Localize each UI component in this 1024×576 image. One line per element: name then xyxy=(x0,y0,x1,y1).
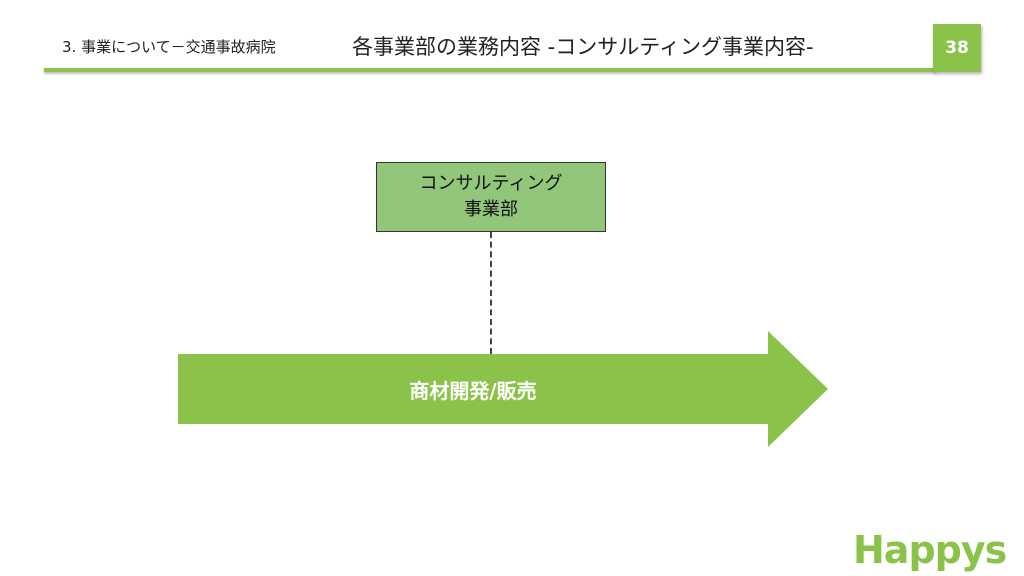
happys-logo: Happys xyxy=(853,528,1007,572)
department-name-line2: 事業部 xyxy=(464,199,518,220)
process-arrow-label: 商材開発/販売 xyxy=(409,378,537,403)
process-arrow-shape xyxy=(178,331,828,447)
department-name-line1: コンサルティング xyxy=(419,173,563,194)
consulting-department-box: コンサルティング 事業部 xyxy=(376,162,606,232)
process-arrow xyxy=(178,331,828,447)
header-divider xyxy=(44,68,936,72)
dashed-connector xyxy=(490,232,492,354)
page-number-badge: 38 xyxy=(933,24,981,72)
header-section-label: 3. 事業について－交通事故病院 xyxy=(62,38,276,56)
page-title: 各事業部の業務内容 -コンサルティング事業内容- xyxy=(352,35,814,59)
